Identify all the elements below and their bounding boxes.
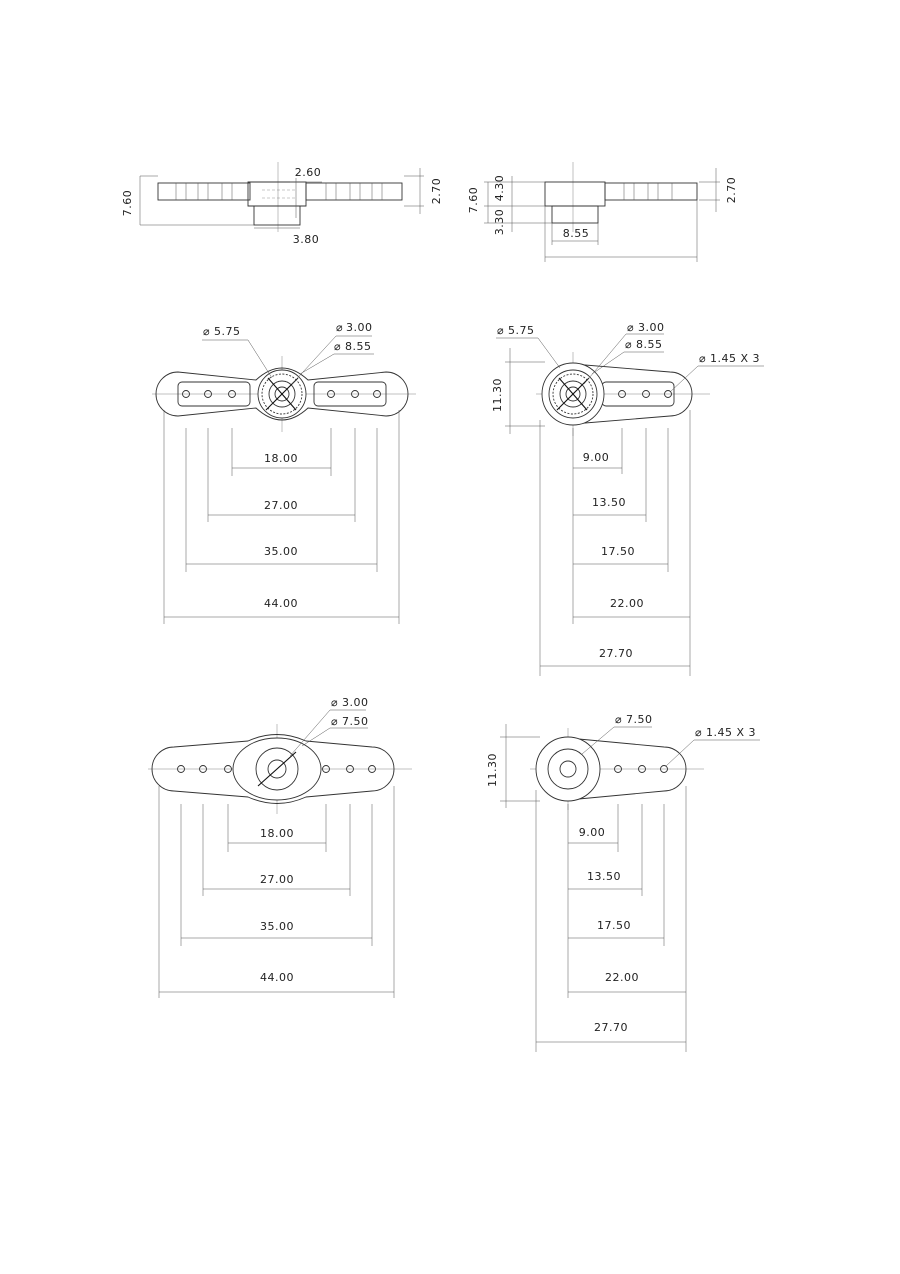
r-spacing-35: 35.00: [260, 920, 294, 933]
side-height-label: 7.60: [121, 190, 134, 217]
sr-holes-label: 1.45 X 3: [706, 726, 756, 739]
s-spacing-13: 13.50: [592, 496, 626, 509]
single-arm-round-horn: ⌀ 7.50 ⌀ 1.45 X 3 11.30 9.00 13.50 17.50…: [486, 713, 760, 1052]
sr-spacing-17: 17.50: [597, 919, 631, 932]
single-arm-splined-horn: ⌀ 5.75 ⌀ 3.00 ⌀ 8.55 ⌀ 1.45 X 3 11.30 9.…: [491, 321, 764, 676]
sr-spacing-13: 13.50: [587, 870, 621, 883]
side-view-single-arm: 7.60 4.30 3.30 8.55 2.70: [467, 162, 738, 262]
dia-inner-symbol: ⌀: [336, 321, 343, 334]
s-spacing-22: 22.00: [610, 597, 644, 610]
s-dia-outer-symbol: ⌀: [497, 324, 504, 337]
dia-hub-label: 8.55: [345, 340, 372, 353]
spacing-44: 44.00: [264, 597, 298, 610]
single-boss-label: 8.55: [563, 227, 590, 240]
r-spacing-18: 18.00: [260, 827, 294, 840]
s-dia-hub-symbol: ⌀: [625, 338, 632, 351]
r-dia-hub-label: 7.50: [342, 715, 369, 728]
s-width-label: 11.30: [491, 378, 504, 412]
s-spacing-9: 9.00: [583, 451, 610, 464]
single-height-label: 7.60: [467, 187, 480, 214]
single-arm-thickness-label: 2.70: [725, 177, 738, 204]
sr-spacing-22: 22.00: [605, 971, 639, 984]
s-spacing-27: 27.70: [599, 647, 633, 660]
boss-width-label: 3.80: [293, 233, 320, 246]
spacing-18: 18.00: [264, 452, 298, 465]
sr-width-label: 11.30: [486, 753, 499, 787]
s-holes-label: 1.45 X 3: [710, 352, 760, 365]
s-dia-inner-symbol: ⌀: [627, 321, 634, 334]
r-dia-inner-label: 3.00: [342, 696, 369, 709]
sr-dia-hub-label: 7.50: [626, 713, 653, 726]
s-dia-inner-label: 3.00: [638, 321, 665, 334]
s-dia-hub-label: 8.55: [636, 338, 663, 351]
dia-inner-label: 3.00: [346, 321, 373, 334]
top-step-label: 2.60: [295, 166, 322, 179]
double-arm-splined-horn: ⌀ 5.75 ⌀ 3.00 ⌀ 8.55 18.00 27.00 35.00 4…: [152, 321, 416, 624]
r-dia-hub-symbol: ⌀: [331, 715, 338, 728]
arm-thickness-label: 2.70: [430, 178, 443, 205]
dia-hub-symbol: ⌀: [334, 340, 341, 353]
lower-height-label: 3.30: [493, 209, 506, 236]
r-spacing-44: 44.00: [260, 971, 294, 984]
s-dia-outer-label: 5.75: [508, 324, 535, 337]
r-dia-inner-symbol: ⌀: [331, 696, 338, 709]
sr-holes-symbol: ⌀: [695, 726, 702, 739]
dia-outer-label: 5.75: [214, 325, 241, 338]
sr-dia-hub-symbol: ⌀: [615, 713, 622, 726]
s-spacing-17: 17.50: [601, 545, 635, 558]
spacing-27: 27.00: [264, 499, 298, 512]
double-arm-round-horn: ⌀ 3.00 ⌀ 7.50 18.00 27.00 35.00 44.00: [148, 696, 412, 998]
s-holes-symbol: ⌀: [699, 352, 706, 365]
upper-height-label: 4.30: [493, 175, 506, 202]
spacing-35: 35.00: [264, 545, 298, 558]
sr-spacing-9: 9.00: [579, 826, 606, 839]
sr-spacing-27: 27.70: [594, 1021, 628, 1034]
r-spacing-27: 27.00: [260, 873, 294, 886]
side-view-double-arm: 7.60 2.60 3.80 2.70: [121, 162, 443, 246]
dia-outer-symbol: ⌀: [203, 325, 210, 338]
